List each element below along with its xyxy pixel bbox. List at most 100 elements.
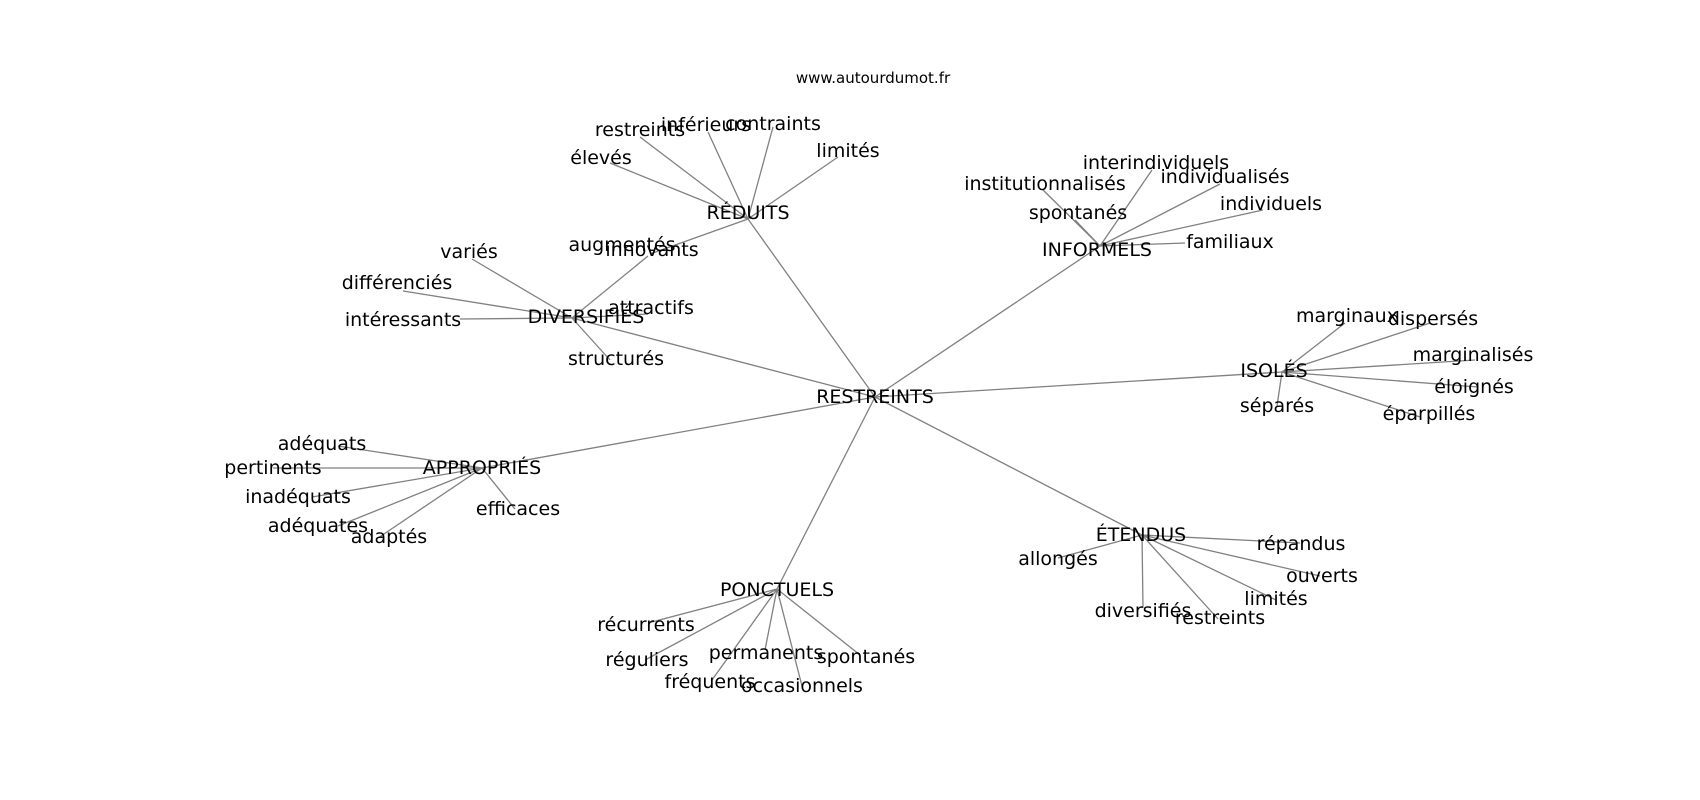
leaf-node-informels-interindividuels[interactable]: interindividuels (1083, 152, 1229, 174)
leaf-node-appropries-inadequats[interactable]: inadéquats (245, 486, 351, 508)
edge-informels-individuels (1099, 209, 1264, 247)
cluster-node-ponctuels[interactable]: PONCTUELS (720, 579, 834, 601)
edge-etendus-ouverts (1141, 534, 1321, 577)
leaf-node-ponctuels-reguliers[interactable]: réguliers (605, 649, 688, 671)
edge-isoles-eparpilles (1281, 371, 1421, 418)
source-url-label: www.autourdumot.fr (796, 69, 951, 87)
leaf-node-informels-individuels[interactable]: individuels (1220, 193, 1322, 215)
edge-reduits-restreints (639, 136, 749, 220)
edge-center-etendus (874, 396, 1143, 536)
edge-isoles-marginalises (1281, 359, 1476, 373)
edge-appropries-adequats (337, 445, 483, 469)
edge-ponctuels-recurrents (647, 588, 778, 624)
edge-diversifies-innovants (571, 255, 649, 319)
cluster-node-appropries[interactable]: APPROPRIÉS (423, 456, 541, 479)
leaf-node-ponctuels-frequents[interactable]: fréquents (665, 671, 756, 693)
leaf-node-ponctuels-permanents[interactable]: permanents (709, 642, 824, 664)
leaf-node-etendus-ouverts[interactable]: ouverts (1286, 565, 1358, 587)
leaf-node-ponctuels-recurrents[interactable]: récurrents (597, 614, 695, 636)
edge-diversifies-interessants (459, 317, 573, 320)
graph-labels: www.autourdumot.fr RESTREINTS RÉDUITS rest… (224, 69, 1533, 697)
edge-isoles-disperses (1281, 322, 1431, 373)
leaf-node-diversifies-varies[interactable]: variés (440, 241, 498, 263)
leaf-node-reduits-restreints[interactable]: restreints (595, 119, 685, 141)
leaf-node-isoles-eparpilles[interactable]: éparpillés (1383, 403, 1476, 425)
center-node-label[interactable]: RESTREINTS (816, 386, 934, 408)
edge-appropries-inadequats (311, 467, 483, 498)
leaf-node-reduits-augmentes[interactable]: augmentés (568, 234, 675, 256)
leaf-node-isoles-marginaux[interactable]: marginaux (1296, 305, 1398, 327)
cluster-node-informels[interactable]: INFORMELS (1042, 239, 1152, 261)
leaf-node-ponctuels-occasionnels[interactable]: occasionnels (741, 675, 863, 697)
leaf-node-isoles-marginalises[interactable]: marginalisés (1413, 344, 1534, 366)
edge-reduits-eleves (609, 162, 749, 220)
edge-diversifies-differencies (402, 290, 573, 319)
edge-reduits-augmentes (649, 218, 749, 255)
leaf-node-informels-institutionnalises[interactable]: institutionnalisés (964, 173, 1126, 195)
leaf-node-informels-familiaux[interactable]: familiaux (1186, 231, 1274, 253)
cluster-node-isoles[interactable]: ISOLÉS (1240, 359, 1307, 382)
leaf-node-reduits-eleves[interactable]: élevés (570, 147, 632, 169)
edge-isoles-eloignes (1281, 371, 1479, 388)
edge-etendus-limites (1141, 534, 1277, 601)
leaf-node-etendus-repandus[interactable]: répandus (1257, 533, 1346, 555)
leaf-node-etendus-allonges[interactable]: allongés (1018, 548, 1098, 570)
edge-center-isoles (874, 371, 1283, 398)
leaf-node-ponctuels-spontanes[interactable]: spontanés (817, 646, 915, 668)
edge-ponctuels-occasionnels (776, 588, 803, 687)
edge-ponctuels-permanents (764, 588, 778, 651)
edge-diversifies-structures (571, 317, 611, 361)
leaf-node-diversifies-structures[interactable]: structurés (568, 348, 664, 370)
leaf-node-reduits-inferieurs[interactable]: inférieurs (661, 114, 751, 136)
leaf-node-diversifies-attractifs[interactable]: attractifs (608, 297, 694, 319)
leaf-node-appropries-pertinents[interactable]: pertinents (224, 457, 321, 479)
leaf-node-isoles-separes[interactable]: séparés (1240, 395, 1314, 417)
edge-center-diversifies (571, 317, 876, 398)
edge-appropries-adequates (337, 467, 483, 527)
edge-ponctuels-reguliers (644, 588, 778, 661)
edge-ponctuels-spontanes (776, 588, 861, 656)
edge-isoles-marginaux (1281, 322, 1346, 373)
cluster-node-diversifies[interactable]: DIVERSIFIÉS (528, 305, 645, 328)
leaf-node-informels-individualises[interactable]: individualisés (1161, 166, 1290, 188)
edge-center-reduits (747, 218, 876, 398)
edge-reduits-limites (747, 156, 839, 220)
edge-center-ponctuels (776, 396, 876, 590)
cluster-node-etendus[interactable]: ÉTENDUS (1096, 523, 1186, 546)
leaf-node-diversifies-interessants[interactable]: intéressants (345, 309, 461, 331)
edge-etendus-diversifies (1141, 534, 1144, 609)
edge-informels-familiaux (1099, 242, 1186, 247)
edge-informels-individualises (1099, 183, 1221, 247)
leaf-node-isoles-eloignes[interactable]: éloignés (1434, 376, 1514, 398)
edge-center-informels (874, 245, 1101, 398)
leaf-node-appropries-adequats[interactable]: adéquats (278, 433, 367, 455)
edge-reduits-inferieurs (707, 131, 749, 220)
leaf-node-reduits-limites[interactable]: limités (816, 140, 879, 162)
cluster-node-reduits[interactable]: RÉDUITS (706, 201, 789, 224)
leaf-node-appropries-efficaces[interactable]: efficaces (476, 498, 560, 520)
leaf-node-etendus-limites[interactable]: limités (1244, 588, 1307, 610)
leaf-node-etendus-restreints[interactable]: restreints (1175, 607, 1265, 629)
edge-appropries-efficaces (481, 467, 516, 510)
edge-etendus-allonges (1057, 534, 1143, 559)
leaf-node-appropries-adequates[interactable]: adéquates (268, 515, 368, 537)
leaf-node-reduits-contraints[interactable]: contraints (725, 113, 821, 135)
leaf-node-etendus-diversifies[interactable]: diversifiés (1095, 600, 1192, 622)
edge-center-appropries (481, 396, 876, 469)
edge-reduits-contraints (747, 126, 774, 220)
edge-isoles-separes (1276, 371, 1283, 407)
edge-informels-spontanes (1074, 219, 1101, 247)
edge-etendus-repandus (1141, 534, 1301, 544)
leaf-node-isoles-disperses[interactable]: dispersés (1388, 308, 1478, 330)
edge-informels-interindividuels (1099, 169, 1153, 247)
leaf-node-diversifies-differencies[interactable]: différenciés (342, 272, 453, 294)
leaf-node-informels-spontanes[interactable]: spontanés (1029, 202, 1127, 224)
edge-appropries-adaptes (377, 467, 483, 539)
leaf-node-diversifies-innovants[interactable]: innovants (605, 239, 698, 261)
edge-ponctuels-frequents (711, 588, 778, 681)
graph-edges (273, 126, 1479, 687)
leaf-node-appropries-adaptes[interactable]: adaptés (351, 526, 427, 548)
edge-etendus-restreints (1141, 534, 1219, 620)
edge-diversifies-varies (471, 258, 573, 319)
